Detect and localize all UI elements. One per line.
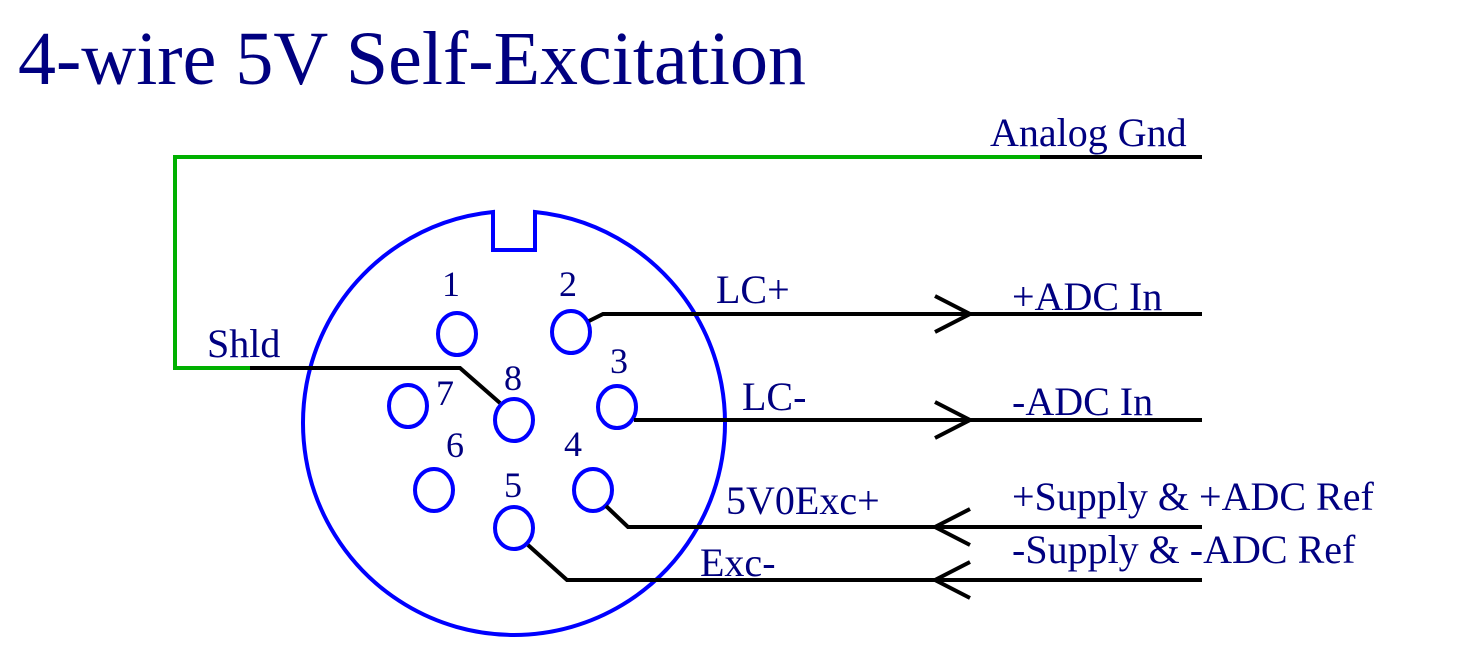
lc-plus-label: LC+ xyxy=(716,267,790,312)
pin-4 xyxy=(572,467,614,513)
diagram-title: 4-wire 5V Self-Excitation xyxy=(18,17,806,101)
pin-2-label: 2 xyxy=(559,264,577,304)
pin-5-label: 5 xyxy=(504,465,522,505)
analog-gnd-label: Analog Gnd xyxy=(990,110,1187,155)
lc-minus-label: LC- xyxy=(742,374,806,419)
pin-3 xyxy=(596,384,638,430)
pin-1-label: 1 xyxy=(442,264,460,304)
pin-2 xyxy=(550,309,592,355)
supply-plus-label: +Supply & +ADC Ref xyxy=(1012,474,1374,519)
shield-wire xyxy=(250,366,502,405)
pin-7-label: 7 xyxy=(436,373,454,413)
lc-plus-arrow-icon xyxy=(934,294,975,334)
pin-8-label: 8 xyxy=(504,358,522,398)
pin-3-label: 3 xyxy=(610,341,628,381)
connector-outline xyxy=(301,209,727,637)
supply-minus-label: -Supply & -ADC Ref xyxy=(1012,527,1356,572)
adc-in-plus-label: +ADC In xyxy=(1012,274,1162,319)
lc-minus-arrow-icon xyxy=(934,400,975,440)
exc-plus-wire xyxy=(604,504,1202,529)
exc-plus-label: 5V0Exc+ xyxy=(726,478,880,523)
lc-plus-wire xyxy=(588,312,1202,323)
shield-wire-green xyxy=(173,155,1042,370)
exc-minus-arrow-icon xyxy=(930,560,971,600)
pin-8 xyxy=(493,397,535,443)
adc-in-minus-label: -ADC In xyxy=(1012,379,1153,424)
pin-1 xyxy=(436,311,478,357)
exc-minus-label: Exc- xyxy=(700,540,776,585)
pin-5 xyxy=(493,505,535,551)
exc-plus-arrow-icon xyxy=(930,507,971,547)
pin-4-label: 4 xyxy=(564,424,582,464)
exc-minus-wire xyxy=(526,543,1202,582)
pin-6 xyxy=(413,467,455,513)
shield-label: Shld xyxy=(207,321,280,366)
pin-6-label: 6 xyxy=(446,425,464,465)
pin-7 xyxy=(387,383,429,429)
